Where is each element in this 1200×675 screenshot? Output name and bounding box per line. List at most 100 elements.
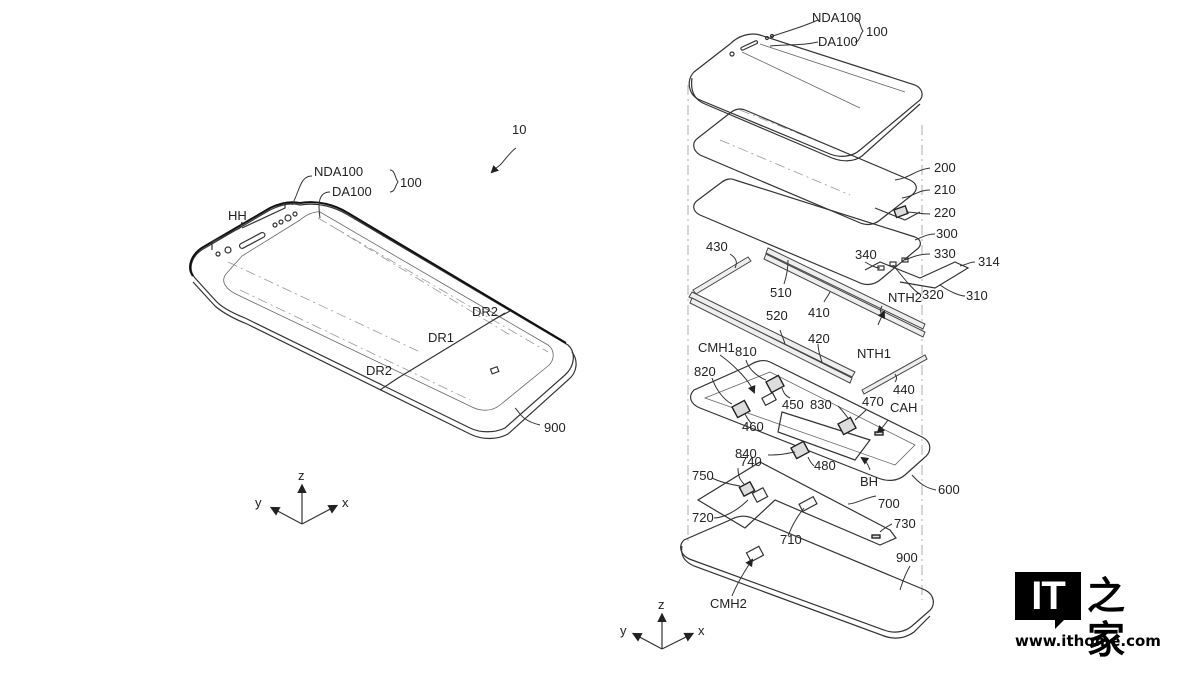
layer-700-pcb [696, 461, 897, 546]
phone-housing-outline [190, 203, 574, 433]
leader-450 [781, 387, 791, 399]
leader-810 [745, 359, 767, 381]
leader-600 [911, 474, 937, 491]
label-220: 220 [934, 205, 956, 220]
sensor-dot [278, 219, 284, 225]
leader-840 [767, 451, 796, 456]
label-cmh2: CMH2 [710, 596, 747, 611]
y-axis [631, 632, 663, 650]
label-450: 450 [782, 397, 804, 412]
label-320: 320 [922, 287, 944, 302]
leader-410 [823, 291, 831, 303]
connector-730 [871, 534, 881, 539]
label-340: 340 [855, 247, 877, 262]
label-310: 310 [966, 288, 988, 303]
leader-830 [837, 405, 849, 419]
label-z: z [658, 597, 665, 612]
leader-200 [894, 167, 931, 181]
label-hh: HH [228, 208, 247, 223]
label-y: y [255, 495, 262, 510]
label-420: 420 [808, 331, 830, 346]
home-button [489, 365, 500, 375]
rod-510 [765, 247, 926, 330]
camera-hole-cmh2 [745, 545, 765, 563]
chip-740 [738, 480, 756, 498]
chip-810 [765, 374, 785, 394]
label-bh: BH [860, 474, 878, 489]
axis-gizmo-left: z y x [255, 468, 349, 525]
label-da100: DA100 [332, 184, 372, 199]
label-300: 300 [936, 226, 958, 241]
label-314: 314 [978, 254, 1000, 269]
dr2-top-dimension [494, 310, 511, 320]
chip-830 [837, 416, 857, 436]
camera-hole-cmh1 [761, 391, 777, 407]
label-700: 700 [878, 496, 900, 511]
brace-100-r [854, 17, 864, 43]
ithome-logo-cn: 之家 [1087, 573, 1126, 662]
leader-520 [779, 329, 786, 345]
leader-nth1 [877, 310, 885, 326]
sensor-dot [215, 251, 221, 257]
leader-da100 [318, 191, 331, 219]
label-10: 10 [512, 122, 526, 137]
label-330: 330 [934, 246, 956, 261]
exploded-view: NDA100 DA100 100 200 210 220 300 [620, 10, 1000, 650]
layer-900-rear-cover [680, 515, 934, 639]
cah-hole [874, 431, 884, 436]
assembled-phone: 10 NDA100 DA100 100 HH DR2 DR1 DR2 900 z… [189, 122, 577, 525]
leader-bh [860, 456, 871, 471]
leader-220 [905, 211, 931, 215]
rod-430 [692, 256, 752, 295]
rod-420 [689, 297, 853, 384]
leader-340 [864, 261, 881, 269]
component-720 [751, 486, 769, 504]
ithome-logo-box: IT [1015, 572, 1081, 620]
label-900: 900 [544, 420, 566, 435]
guide-line [329, 224, 511, 336]
leader-700 [847, 495, 877, 505]
label-100: 100 [400, 175, 422, 190]
leader-510 [783, 259, 789, 285]
label-x: x [342, 495, 349, 510]
leader-320 [892, 264, 921, 295]
label-da100-r: DA100 [818, 34, 858, 49]
leader-330 [904, 253, 931, 261]
label-460: 460 [742, 419, 764, 434]
leader-cmh1 [719, 354, 756, 394]
dr2-bottom-dimension [379, 377, 399, 391]
label-470: 470 [862, 394, 884, 409]
y-axis [269, 506, 303, 525]
label-900-r: 900 [896, 550, 918, 565]
leader-nda100 [291, 175, 313, 206]
label-750: 750 [692, 468, 714, 483]
frame-rods [688, 247, 928, 395]
label-x: x [698, 623, 705, 638]
label-810: 810 [735, 344, 757, 359]
front-camera [224, 246, 232, 254]
logo-speech-tail [1055, 619, 1065, 629]
label-520: 520 [766, 308, 788, 323]
sensor-dot [284, 214, 292, 222]
label-210: 210 [934, 182, 956, 197]
component-320 [889, 261, 897, 267]
label-nth1: NTH1 [857, 346, 891, 361]
label-cmh1: CMH1 [698, 340, 735, 355]
guide-line [239, 289, 471, 401]
label-cah: CAH [890, 400, 917, 415]
label-dr2-bottom: DR2 [366, 363, 392, 378]
phone-top-edge [299, 201, 567, 344]
label-720: 720 [692, 510, 714, 525]
leader-cmh2 [731, 558, 754, 597]
leader-480 [807, 456, 815, 467]
rod-440 [861, 354, 928, 395]
label-dr1: DR1 [428, 330, 454, 345]
leader-420 [817, 343, 823, 363]
leader-750 [711, 477, 741, 487]
leader-460 [744, 413, 753, 425]
label-510: 510 [770, 285, 792, 300]
label-430: 430 [706, 239, 728, 254]
leader-820 [711, 377, 733, 405]
label-440: 440 [893, 382, 915, 397]
